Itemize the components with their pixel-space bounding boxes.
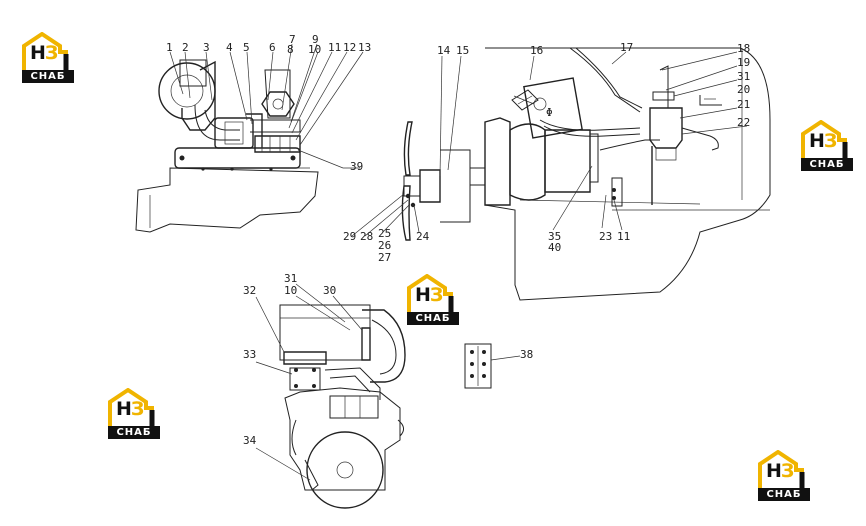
callout-8: 8: [287, 43, 294, 56]
left-engine-view: [135, 43, 364, 233]
callout-4: 4: [226, 41, 233, 54]
callout-20: 20: [737, 83, 750, 96]
logo-tag: СНАБ: [108, 426, 160, 439]
callout-35: 35: [548, 230, 561, 243]
callout-25: 25: [378, 227, 391, 240]
right-engine-view: Φ: [351, 47, 771, 301]
logo-tag: СНАБ: [801, 158, 853, 171]
callout-29: 29: [343, 230, 356, 243]
house-icon: [758, 450, 805, 488]
logo-letter: Н: [30, 42, 46, 64]
callout-15: 15: [456, 44, 469, 57]
callout-3: 3: [203, 41, 210, 54]
house-icon: [22, 32, 69, 70]
watermark-logo-5: НЗ СНАБ: [758, 450, 814, 502]
bolt-plate: [464, 343, 521, 389]
logo-accent-letter: З: [429, 284, 443, 306]
callout-2: 2: [182, 41, 189, 54]
callout-13: 13: [358, 41, 371, 54]
callout-28: 28: [360, 230, 373, 243]
watermark-logo-2: НЗ СНАБ: [801, 120, 857, 172]
logo-accent-letter: З: [130, 398, 144, 420]
callout-26: 26: [378, 239, 391, 252]
callout-labels: 1 2 3 4 5 6 7 8 9 10 11 12 13 14 15 16 1…: [166, 33, 750, 447]
callout-9: 9: [312, 33, 319, 46]
callout-12: 12: [343, 41, 356, 54]
logo-letter: Н: [809, 130, 825, 152]
callout-11: 11: [328, 41, 341, 54]
house-icon: [801, 120, 848, 158]
logo-tag: СНАБ: [22, 70, 74, 83]
logo-letter: Н: [415, 284, 431, 306]
callout-22: 22: [737, 116, 750, 129]
callout-10-bottom: 10: [284, 284, 297, 297]
watermark-logo-3: НЗ СНАБ: [407, 274, 463, 326]
callout-38: 38: [520, 348, 533, 361]
callout-33: 33: [243, 348, 256, 361]
watermark-logo-1: НЗ СНАБ: [22, 32, 78, 84]
watermark-logo-4: НЗ СНАБ: [108, 388, 164, 440]
callout-32: 32: [243, 284, 256, 297]
callout-7: 7: [289, 33, 296, 46]
callout-34: 34: [243, 434, 257, 447]
logo-tag: СНАБ: [407, 312, 459, 325]
callout-27: 27: [378, 251, 391, 264]
callout-21: 21: [737, 98, 750, 111]
callout-23: 23: [599, 230, 612, 243]
logo-accent-letter: З: [823, 130, 837, 152]
callout-40: 40: [548, 241, 561, 254]
callout-30: 30: [323, 284, 336, 297]
bottom-engine-view: [255, 283, 406, 509]
callout-31: 31: [284, 272, 297, 285]
callout-6: 6: [269, 41, 276, 54]
callout-39: 39: [350, 160, 363, 173]
callout-16: 16: [530, 44, 543, 57]
logo-letter: Н: [116, 398, 132, 420]
logo-accent-letter: З: [44, 42, 58, 64]
callout-31-right: 31: [737, 70, 750, 83]
callout-10: 10: [308, 43, 321, 56]
callout-19: 19: [737, 56, 750, 69]
callout-11-right: 11: [617, 230, 630, 243]
logo-letter: Н: [766, 460, 782, 482]
logo-accent-letter: З: [780, 460, 794, 482]
callout-18: 18: [737, 42, 750, 55]
house-icon: [407, 274, 454, 312]
svg-text:Φ: Φ: [546, 106, 553, 119]
callout-24: 24: [416, 230, 430, 243]
house-icon: [108, 388, 155, 426]
callout-5: 5: [243, 41, 250, 54]
callout-14: 14: [437, 44, 451, 57]
logo-tag: СНАБ: [758, 488, 810, 501]
callout-1: 1: [166, 41, 173, 54]
callout-17: 17: [620, 41, 633, 54]
